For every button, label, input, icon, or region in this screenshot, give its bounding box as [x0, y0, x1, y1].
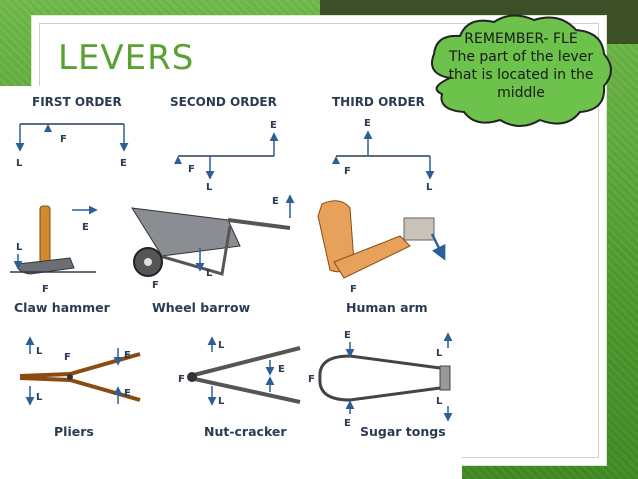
label-fulcrum: F [64, 352, 71, 363]
reminder-line: The part of the lever [448, 49, 594, 65]
caption-wheel-barrow: Wheel barrow [152, 300, 251, 315]
caption-human-arm: Human arm [346, 300, 428, 315]
label-load: L [36, 346, 43, 357]
header-second-order: SECOND ORDER [170, 95, 277, 109]
lever-diagram: FIRST ORDER SECOND ORDER THIRD ORDER F L… [10, 95, 453, 439]
claw-hammer-illustration: E L F [10, 205, 98, 295]
label-load: L [218, 340, 225, 351]
nut-cracker-illustration: F L L E [178, 336, 301, 407]
lever-figure: FIRST ORDER SECOND ORDER THIRD ORDER F L… [0, 86, 462, 479]
label-effort: E [344, 330, 351, 341]
label-load: L [436, 396, 443, 407]
label-fulcrum: F [350, 284, 357, 295]
second-order-schematic: E F L [174, 120, 279, 193]
label-fulcrum: F [42, 284, 49, 295]
label-effort: E [278, 364, 285, 375]
label-effort: E [124, 350, 131, 361]
label-effort: E [272, 196, 279, 207]
label-fulcrum: F [60, 134, 67, 145]
label-load: L [206, 182, 213, 193]
header-first-order: FIRST ORDER [32, 95, 122, 109]
reminder-line: that is located in the [448, 67, 594, 83]
label-effort: E [344, 418, 351, 429]
caption-pliers: Pliers [54, 424, 94, 439]
label-load: L [206, 268, 213, 279]
reminder-line: middle [497, 85, 545, 101]
label-load: L [36, 392, 43, 403]
label-fulcrum: F [308, 374, 315, 385]
reminder-note: REMEMBER- FLE The part of the lever that… [428, 30, 614, 102]
label-fulcrum: F [344, 166, 351, 177]
label-load: L [16, 158, 23, 169]
reminder-line: REMEMBER- FLE [464, 31, 578, 47]
header-third-order: THIRD ORDER [332, 95, 425, 109]
caption-nut-cracker: Nut-cracker [204, 424, 287, 439]
first-order-schematic: F L E [15, 123, 129, 169]
human-arm-illustration: F [317, 200, 446, 295]
label-effort: E [120, 158, 127, 169]
caption-claw-hammer: Claw hammer [14, 300, 111, 315]
label-effort: E [270, 120, 277, 131]
label-load: L [436, 348, 443, 359]
label-fulcrum: F [152, 280, 159, 291]
slide-title: LEVERS [58, 38, 195, 78]
pliers-illustration: L L F E E [19, 336, 141, 406]
reminder-cloud [431, 14, 612, 127]
caption-sugar-tongs: Sugar tongs [360, 424, 446, 439]
label-load: L [16, 242, 23, 253]
label-fulcrum: F [178, 374, 185, 385]
label-effort: E [124, 388, 131, 399]
label-load: L [426, 182, 433, 193]
label-fulcrum: F [188, 164, 195, 175]
label-effort: E [364, 118, 371, 129]
wheel-barrow-illustration: E L F [131, 194, 295, 291]
third-order-schematic: E F L [332, 118, 435, 193]
sugar-tongs-illustration: E E F L L [308, 330, 453, 429]
label-load: L [218, 396, 225, 407]
label-effort: E [82, 222, 89, 233]
